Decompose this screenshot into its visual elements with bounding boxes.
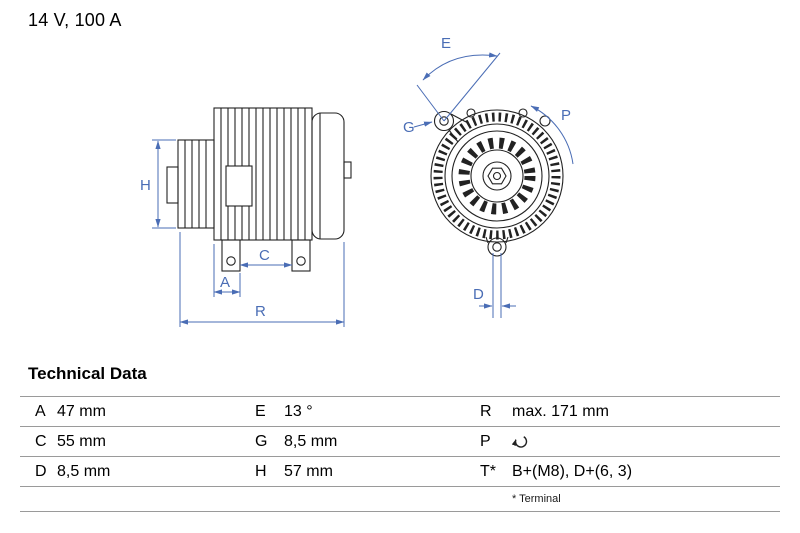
product-spec-title: 14 V, 100 A — [28, 10, 122, 30]
dim-label-e: E — [441, 35, 451, 52]
dim-label-h: H — [140, 177, 151, 194]
param-key-t: T* — [480, 462, 496, 480]
param-value-g: 8,5 mm — [284, 432, 338, 450]
footnote-row: * Terminal — [20, 487, 780, 512]
param-value-e: 13 ° — [284, 402, 313, 420]
technical-data-section: Technical Data A 47 mm E 13 ° R max. 171… — [20, 364, 780, 512]
dim-label-c: C — [259, 247, 270, 264]
front-view-drawing — [430, 108, 564, 257]
table-row: C 55 mm G 8,5 mm P — [20, 426, 780, 456]
param-value-p-rotation — [512, 433, 780, 451]
technical-data-heading: Technical Data — [28, 364, 147, 383]
param-value-h: 57 mm — [284, 462, 333, 480]
rotation-clockwise-icon — [512, 436, 528, 448]
table-row: D 8,5 mm H 57 mm T* B+(M8), D+(6, 3) — [20, 456, 780, 486]
param-value-a: 47 mm — [57, 402, 106, 420]
param-key-g: G — [255, 432, 268, 450]
technical-data-table: A 47 mm E 13 ° R max. 171 mm C 55 mm G 8… — [20, 396, 780, 487]
dim-label-g: G — [403, 119, 415, 136]
terminal-footnote: * Terminal — [512, 493, 561, 505]
param-key-a: A — [35, 402, 46, 420]
param-key-h: H — [255, 462, 267, 480]
param-value-r: max. 171 mm — [512, 402, 609, 420]
dim-label-d: D — [473, 286, 484, 303]
param-value-c: 55 mm — [57, 432, 106, 450]
table-row: A 47 mm E 13 ° R max. 171 mm — [20, 396, 780, 426]
dim-label-p: P — [561, 107, 571, 124]
param-value-t-terminals: B+(M8), D+(6, 3) — [512, 462, 633, 480]
dim-label-a: A — [220, 274, 230, 291]
side-view-dimension-lines — [152, 139, 345, 327]
param-key-r: R — [480, 402, 492, 420]
param-key-d: D — [35, 462, 47, 480]
front-view-dimension-lines — [413, 52, 574, 318]
side-view-drawing — [166, 107, 352, 272]
param-key-p: P — [480, 432, 491, 450]
param-value-d: 8,5 mm — [57, 462, 111, 480]
technical-drawing: H A C R E G P D — [140, 35, 574, 327]
dim-label-r: R — [255, 303, 266, 320]
param-key-e: E — [255, 402, 266, 420]
param-key-c: C — [35, 432, 47, 450]
